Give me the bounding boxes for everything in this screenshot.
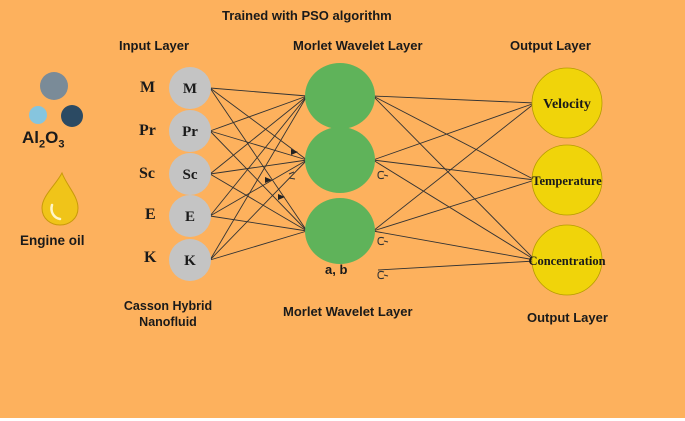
edge-arrowhead: [278, 194, 285, 200]
output-layer-header: Output Layer: [510, 38, 591, 53]
edge-input-0-hidden-0: [209, 87, 308, 97]
param-label-k: K: [144, 249, 157, 266]
wavelet-params: a, b: [325, 262, 348, 277]
input-layer-header: Input Layer: [119, 38, 190, 53]
input-node-label-k: K: [184, 253, 196, 269]
formula-o: O: [45, 128, 59, 147]
edge-bias-output: [377, 260, 536, 271]
edge-input-3-hidden-1: [209, 159, 308, 217]
output-node-label-concentration: Concentration: [528, 254, 605, 268]
edge-input-0-hidden-2: [209, 87, 308, 232]
edge-input-3-hidden-2: [209, 215, 308, 232]
weight-mark: [288, 171, 296, 180]
edge-input-0-hidden-1: [209, 87, 308, 161]
edge-hidden-0-output-1: [372, 95, 536, 181]
hidden-node-1: [305, 63, 375, 129]
engine-oil-label: Engine oil: [20, 233, 85, 248]
edge-input-1-hidden-0: [209, 95, 308, 132]
input-node-m: [169, 67, 211, 109]
oil-drop-icon: [41, 171, 79, 226]
oil-drop-highlight: [50, 203, 62, 221]
weight-mark: [377, 270, 389, 280]
edge-input-2-hidden-0: [209, 95, 308, 175]
output-node-velocity: [531, 67, 603, 139]
edge-input-2-hidden-1: [209, 159, 308, 175]
diagram-title: Trained with PSO algorithm: [222, 8, 392, 23]
input-node-k: [169, 239, 211, 281]
hidden-node-2: [305, 127, 375, 193]
input-node-label-pr: Pr: [182, 124, 198, 140]
output-node-concentration: [531, 224, 603, 296]
edge-input-2-hidden-2: [209, 173, 308, 232]
output-node-label-velocity: Velocity: [543, 97, 591, 112]
edge-arrowhead: [291, 149, 298, 155]
edge-hidden-2-output-1: [372, 179, 536, 232]
hidden-node-3: [305, 198, 375, 264]
output-layer-caption: Output Layer: [527, 310, 608, 325]
hidden-layer-caption: Morlet Wavelet Layer: [283, 304, 413, 319]
input-node-sc: [169, 153, 211, 195]
fluid-caption: Casson Hybrid Nanofluid: [118, 299, 218, 329]
fluid-caption-line2: Nanofluid: [139, 315, 197, 329]
input-node-e: [169, 195, 211, 237]
nanoparticle-dot-gray: [40, 72, 68, 100]
edge-arrowhead: [265, 177, 272, 183]
input-node-label-sc: Sc: [183, 167, 198, 183]
edge-hidden-2-output-2: [372, 230, 536, 261]
weight-mark: [377, 170, 389, 180]
weight-mark: [377, 236, 389, 246]
hidden-layer-header: Morlet Wavelet Layer: [293, 38, 423, 53]
input-node-label-e: E: [185, 209, 195, 225]
fluid-caption-line1: Casson Hybrid: [123, 299, 213, 313]
al2o3-formula: Al2O3: [22, 128, 64, 150]
left-decorations: [29, 72, 83, 226]
connection-lines: [209, 87, 536, 271]
param-label-m: M: [140, 79, 156, 96]
formula-al: Al: [22, 128, 39, 147]
param-label-e: E: [145, 206, 156, 223]
param-label-sc: Sc: [139, 165, 155, 182]
edge-input-3-hidden-0: [209, 95, 308, 217]
edge-hidden-0-output-0: [372, 95, 536, 104]
edge-hidden-1-output-0: [372, 102, 536, 161]
output-node-label-temperature: Temperature: [532, 174, 602, 188]
edge-hidden-2-output-0: [372, 102, 536, 232]
edge-hidden-1-output-2: [372, 159, 536, 261]
input-node-label-m: M: [183, 81, 197, 97]
param-label-pr: Pr: [139, 122, 156, 139]
edge-input-1-hidden-2: [209, 130, 308, 232]
edge-input-1-hidden-1: [209, 130, 308, 161]
weight-marks: [265, 149, 389, 280]
edge-input-4-hidden-1: [209, 159, 308, 261]
edge-input-4-hidden-2: [209, 230, 308, 261]
input-node-pr: [169, 110, 211, 152]
edge-hidden-0-output-2: [372, 95, 536, 261]
edge-hidden-1-output-1: [372, 159, 536, 181]
formula-sub-2: 2: [39, 138, 46, 151]
nanoparticle-dot-light-blue: [29, 106, 47, 124]
edge-input-4-hidden-0: [209, 95, 308, 261]
nanoparticle-dot-dark-blue: [61, 105, 83, 127]
formula-sub-3: 3: [58, 138, 65, 151]
output-node-temperature: [531, 144, 603, 216]
